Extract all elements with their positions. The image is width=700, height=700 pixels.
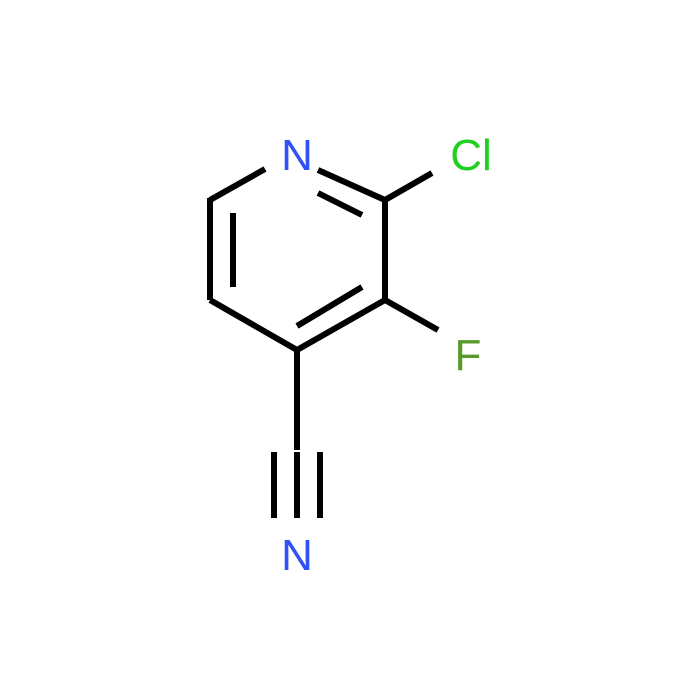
atom-n1-label: N	[281, 131, 313, 180]
bond-c4-c5	[208, 297, 299, 353]
atom-n2-label: N	[281, 531, 313, 580]
bond-c2-cl	[383, 170, 434, 203]
atom-f-label: F	[455, 331, 482, 380]
bond-c6-n1	[208, 166, 267, 203]
atom-cl-label: Cl	[450, 131, 492, 180]
bond-c3-c4-inner	[295, 284, 364, 329]
bond-c3-c4	[295, 297, 387, 353]
bond-n1-c2-inner	[316, 190, 364, 218]
bond-n1-c2	[316, 167, 387, 203]
bond-c3-f	[383, 297, 440, 333]
